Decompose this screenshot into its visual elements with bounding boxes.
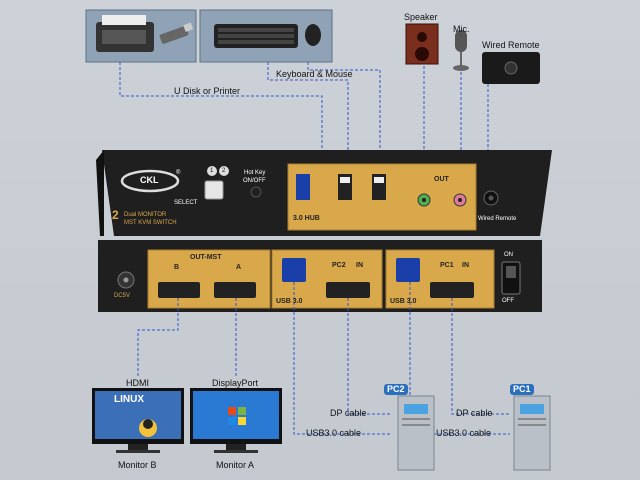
usb-drive-icon: [159, 26, 189, 44]
dp-cable-right-label: DP cable: [456, 408, 493, 418]
usb30-left-label: USB 3.0: [276, 298, 303, 305]
on-label: ON: [504, 252, 513, 258]
select-2-label: 2: [222, 168, 226, 174]
microphone-icon: [455, 30, 467, 52]
usb-hub-label: 3.0 HUB: [293, 215, 320, 222]
displayport-label: DisplayPort: [212, 378, 259, 388]
model-number: 2: [112, 208, 119, 222]
hdmi-port-b: [158, 282, 200, 298]
pc1-in-label: PC1: [440, 262, 454, 269]
select-label: SELECT: [174, 200, 198, 206]
front-wired-remote-label: Wired Remote: [478, 216, 517, 222]
u-disk-printer-label: U Disk or Printer: [174, 86, 241, 96]
keyboard-mouse-label: Keyboard & Mouse: [276, 69, 353, 79]
brand-text: CKL: [140, 175, 159, 185]
speaker-label: Speaker: [404, 12, 438, 22]
dual-monitor-label: Dual MONITOR: [124, 212, 167, 218]
dp-in-port-pc2: [326, 282, 370, 298]
monitor-b-screen-text: LINUX: [114, 394, 144, 405]
in-left-label: IN: [356, 262, 363, 269]
wired-remote-label: Wired Remote: [482, 40, 540, 50]
monitor-a-label: Monitor A: [216, 460, 255, 470]
off-label: OFF: [502, 298, 514, 304]
usb-cable-left-label: USB3.0 cable: [306, 428, 362, 438]
mouse-icon: [305, 24, 321, 46]
out-mst-panel: [147, 249, 271, 309]
dc5v-label: DC5V: [114, 293, 131, 299]
usb3-b-port-pc1: [396, 258, 420, 282]
dp-port-a: [214, 282, 256, 298]
usb30-right-label: USB 3.0: [390, 298, 417, 305]
hdmi-label: HDMI: [126, 378, 149, 388]
hotkey-label: Hot Key: [244, 170, 266, 176]
pc1-tag: PC1: [510, 384, 534, 395]
hotkey-button: [250, 186, 262, 198]
select-button: [204, 180, 224, 200]
port-b-label: B: [174, 264, 180, 271]
mst-kvm-label: MST KVM SWITCH: [124, 220, 177, 226]
registered-mark: ®: [176, 170, 181, 176]
select-1-label: 1: [210, 168, 214, 174]
pc2-in-label: PC2: [332, 262, 346, 269]
ckl-logo: [120, 169, 180, 193]
usb3-hub-port: [296, 174, 310, 200]
usb-cable-right-label: USB3.0 cable: [436, 428, 492, 438]
out-mst-label: OUT-MST: [190, 254, 222, 261]
monitor-b-label: Monitor B: [118, 460, 157, 470]
in-right-label: IN: [462, 262, 469, 269]
usb3-b-port-pc2: [282, 258, 306, 282]
pc2-tag: PC2: [384, 384, 408, 395]
dp-in-port-pc1: [430, 282, 474, 298]
out-label: OUT: [434, 176, 449, 183]
mic-label: Mic.: [453, 24, 470, 34]
dp-cable-left-label: DP cable: [330, 408, 367, 418]
onoff-label: ON/OFF: [243, 178, 266, 184]
port-a-label: A: [236, 264, 242, 271]
